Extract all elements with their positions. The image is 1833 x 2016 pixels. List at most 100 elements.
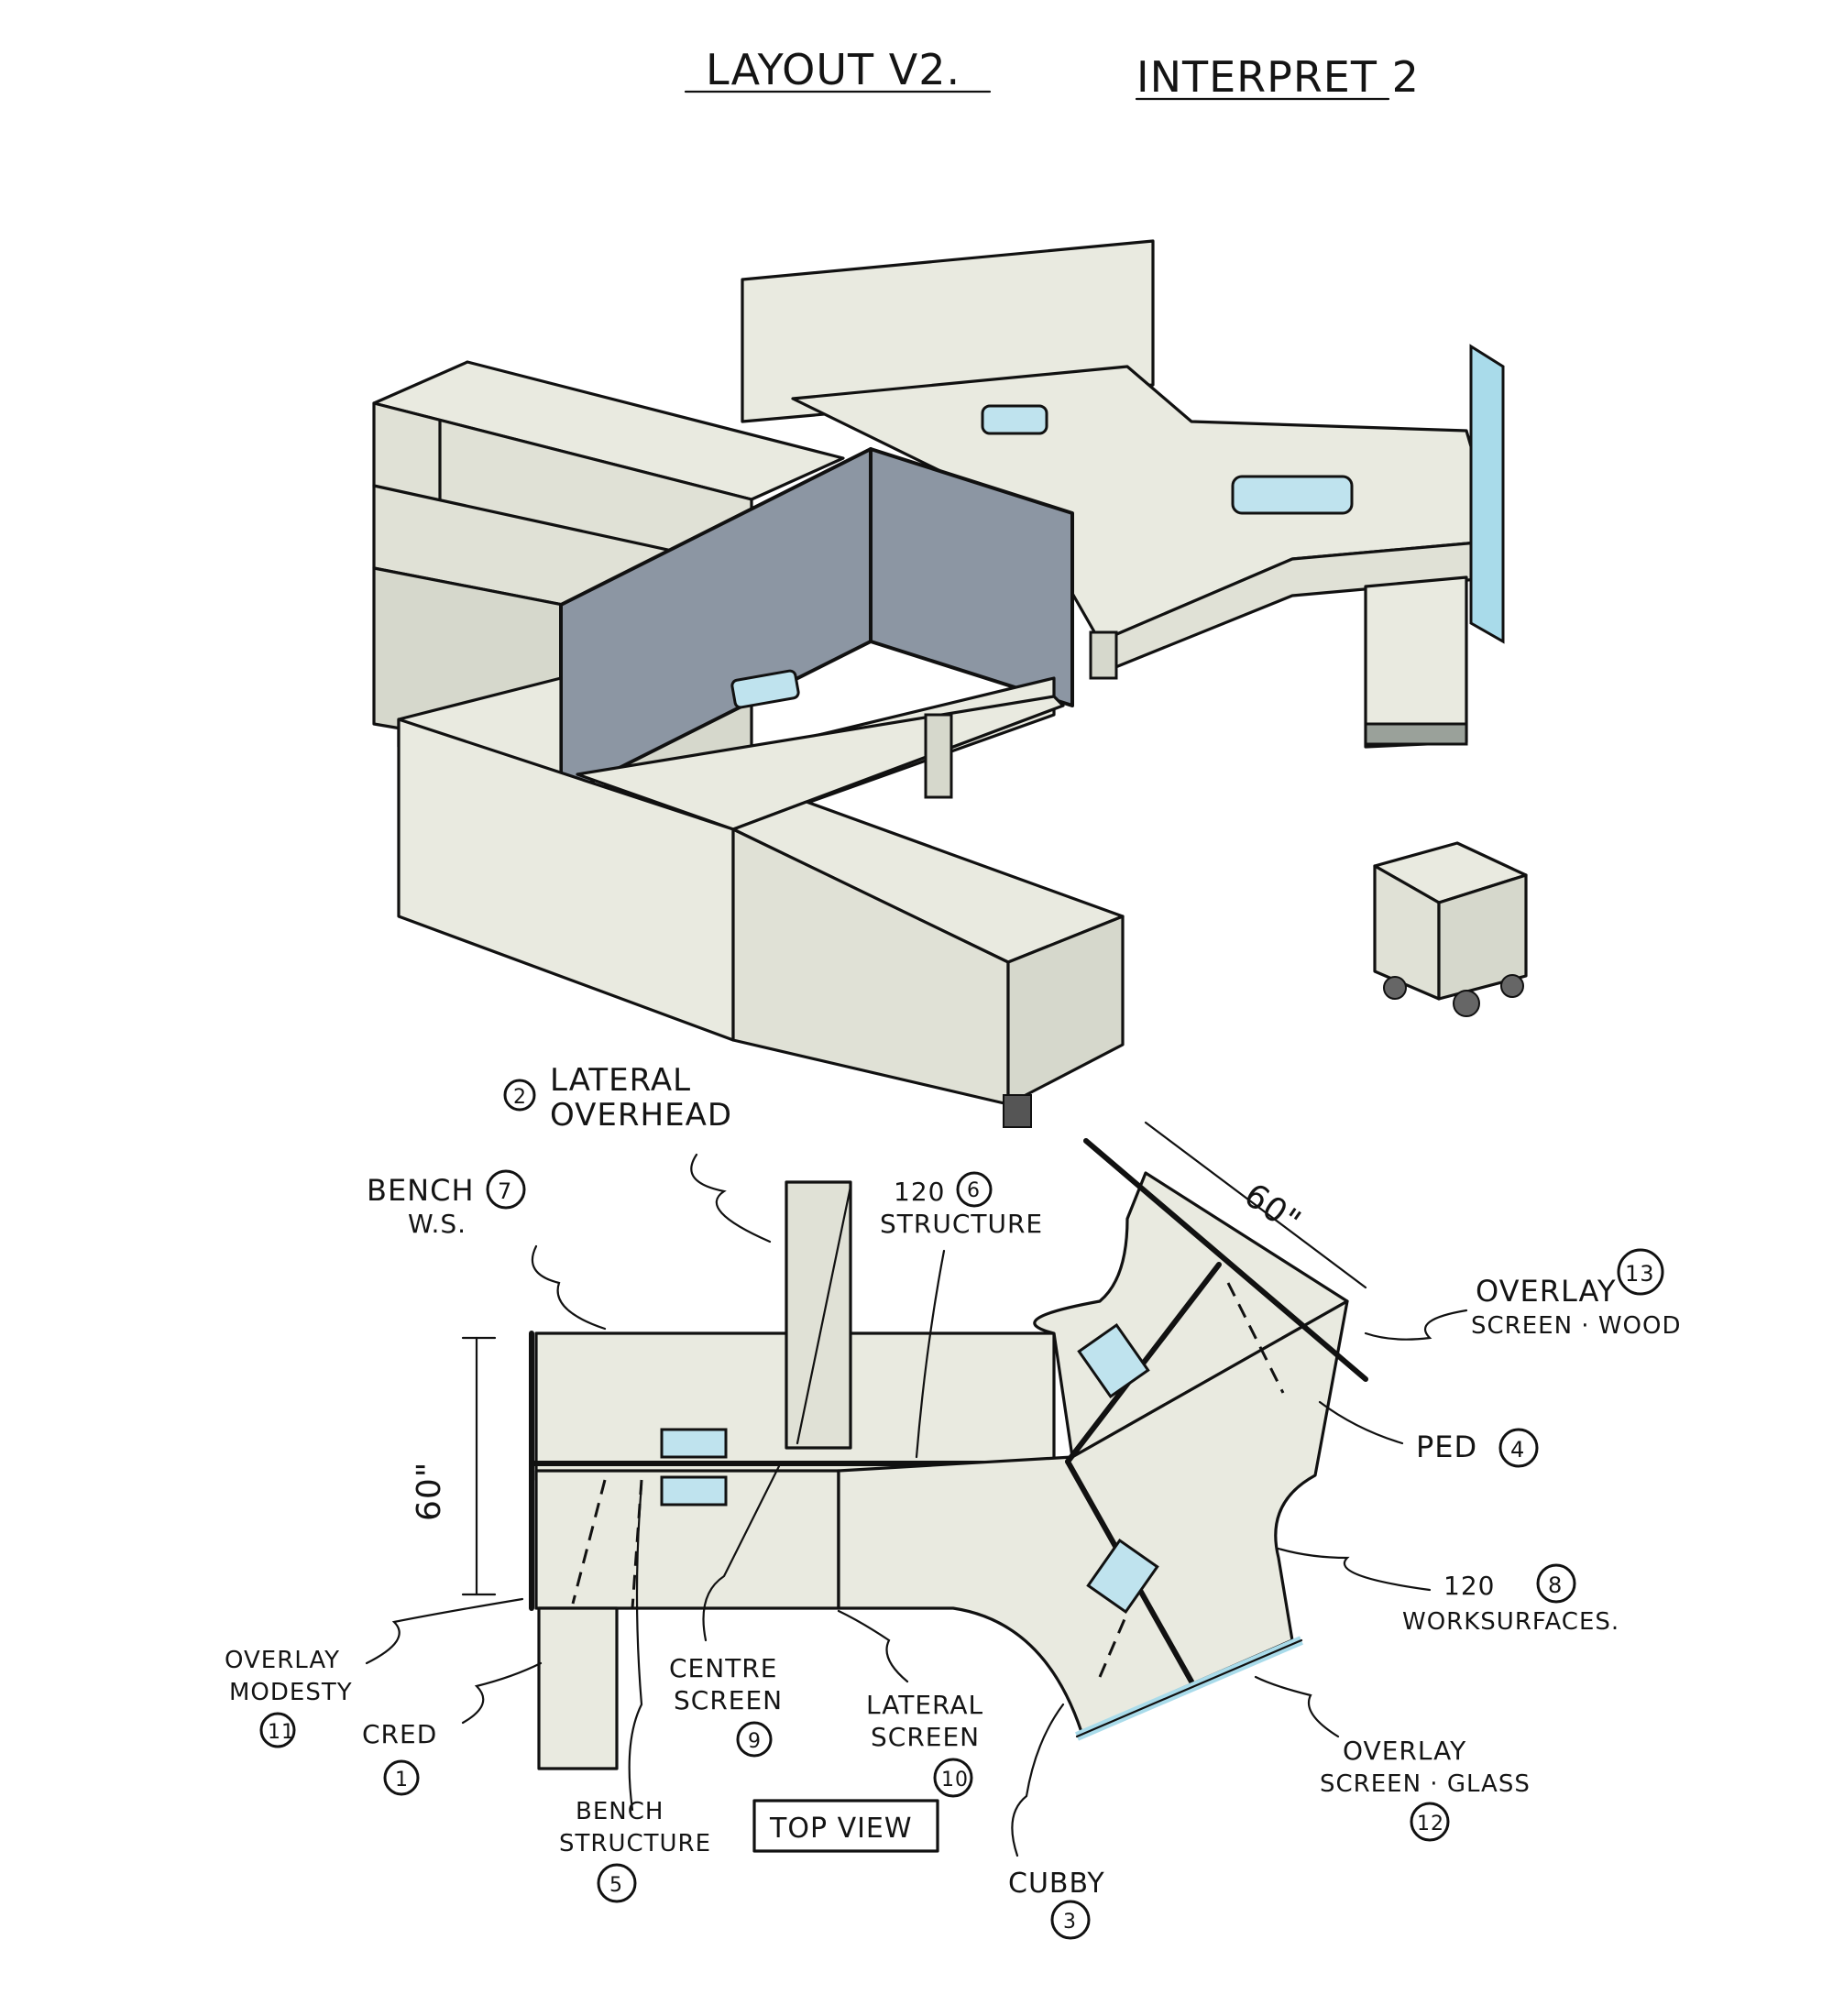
centre-screen-sub: SCREEN: [674, 1685, 783, 1715]
plan-lateral-overhead: [785, 1180, 852, 1450]
num-3: 3: [1063, 1911, 1077, 1934]
num-circle: [1536, 1563, 1576, 1604]
num-circle: [1410, 1802, 1450, 1842]
leader-worksurfaces: [1277, 1547, 1432, 1592]
callouts: 2 LATERAL OVERHEAD BENCH 7 W.S. 120 6 ST…: [225, 1062, 1681, 1940]
overlay-glass-sub: SCREEN · GLASS: [1320, 1770, 1531, 1798]
num-circle: [1050, 1900, 1091, 1940]
overlay-modesty-sub: MODESTY: [229, 1679, 353, 1706]
layout-title: LAYOUT V2.: [706, 45, 960, 94]
glass-end-screen: [1469, 344, 1505, 644]
mobile-pedestal-front: [1437, 873, 1528, 1001]
num-13: 13: [1625, 1261, 1655, 1287]
bench-structure-label: BENCH: [576, 1798, 664, 1825]
num-6: 6: [967, 1179, 981, 1202]
leader-lateral-overhead: [690, 1153, 772, 1244]
caster: [1383, 976, 1407, 1000]
plan-grommet-ws-2: [1086, 1538, 1159, 1615]
low-unit-end: [1006, 915, 1125, 1106]
plan-grommet-ws: [1077, 1322, 1150, 1399]
plan-overlay-wood-screen: [1083, 1138, 1368, 1382]
structure-120-sub: STRUCTURE: [880, 1209, 1043, 1239]
right-pedestal: [1364, 575, 1468, 749]
worksurfaces-sub: WORKSURFACES.: [1402, 1608, 1619, 1636]
leader-cred: [461, 1661, 543, 1725]
leader-lateral-screen: [837, 1609, 909, 1683]
bench-structure-sub: STRUCTURE: [559, 1830, 711, 1857]
caster: [1453, 990, 1480, 1017]
num-circle: [503, 1079, 536, 1112]
centre-fabric-screen-right: [869, 447, 1074, 707]
leader-overlay-glass: [1254, 1675, 1340, 1738]
leader-modesty: [365, 1597, 524, 1665]
low-unit-foot: [1003, 1094, 1032, 1128]
lateral-overhead-label-2: OVERHEAD: [550, 1097, 732, 1134]
num-8: 8: [1548, 1572, 1563, 1598]
plan-grommet-upper: [660, 1428, 728, 1459]
dim-left-label: 60": [411, 1462, 448, 1521]
centre-screen-label: CENTRE: [669, 1653, 777, 1683]
top-view-label: TOP VIEW: [769, 1813, 913, 1845]
structure-120-label: 120: [894, 1177, 945, 1207]
num-1: 1: [395, 1769, 409, 1791]
plan-glass-edge: [1075, 1638, 1303, 1738]
header: LAYOUT V2. INTERPRET 2: [684, 45, 1420, 102]
num-4: 4: [1510, 1437, 1525, 1463]
bench-leg-2: [1089, 630, 1118, 680]
lateral-screen-sub: SCREEN: [871, 1722, 980, 1752]
overlay-wood-label: OVERLAY: [1476, 1274, 1616, 1309]
plan-dashed: [571, 1479, 607, 1605]
cubby-label: CUBBY: [1008, 1868, 1105, 1900]
bench-ws-sub: W.S.: [408, 1209, 466, 1239]
cred-label: CRED: [362, 1719, 437, 1749]
lateral-screen-label: LATERAL: [866, 1690, 983, 1720]
top-view-plan: [461, 1121, 1368, 1770]
bench-ws-label: BENCH: [367, 1173, 475, 1208]
leader-cubby: [1011, 1703, 1065, 1857]
plan-dashed: [631, 1479, 643, 1609]
grommet-right: [1231, 475, 1354, 515]
caster: [1500, 974, 1524, 998]
leader-centre-screen: [702, 1464, 781, 1642]
dim-top-line: [1144, 1121, 1367, 1289]
mobile-pedestal: [1373, 841, 1528, 1017]
num-circle: [383, 1759, 420, 1796]
pedestal-base: [1364, 722, 1468, 746]
num-11: 11: [268, 1721, 295, 1744]
overlay-modesty-label: OVERLAY: [225, 1647, 340, 1674]
overlay-glass-label: OVERLAY: [1343, 1736, 1466, 1766]
num-10: 10: [941, 1769, 969, 1791]
overhead-diagonal: [796, 1185, 852, 1445]
num-2: 2: [513, 1086, 527, 1109]
leader-overlay-wood: [1364, 1309, 1468, 1341]
num-12: 12: [1417, 1813, 1444, 1835]
dim-top-label: 60": [1237, 1177, 1308, 1242]
num-circle: [933, 1758, 973, 1798]
grommet-back: [981, 404, 1048, 435]
interpret-title: INTERPRET 2: [1136, 52, 1420, 102]
isometric-view: [372, 239, 1528, 1128]
leader-ped: [1318, 1400, 1404, 1445]
plan-ped-dashed: [1226, 1282, 1285, 1394]
worksurfaces-label: 120: [1443, 1571, 1495, 1601]
plan-ws-lower: [837, 1299, 1349, 1734]
num-5: 5: [609, 1874, 623, 1897]
plan-credenza: [537, 1606, 619, 1770]
num-circle: [956, 1171, 993, 1208]
num-circle: [486, 1169, 526, 1210]
num-circle: [1617, 1248, 1664, 1296]
grommet-centre: [730, 669, 800, 709]
overlay-wood-sub: SCREEN · WOOD: [1471, 1312, 1681, 1340]
bench-leg: [924, 713, 953, 799]
num-7: 7: [498, 1178, 512, 1204]
num-9: 9: [748, 1730, 762, 1753]
plan-cubby-dashed: [1098, 1612, 1129, 1678]
leader-structure: [915, 1249, 946, 1459]
num-circle: [736, 1721, 773, 1758]
lateral-overhead-label-1: LATERAL: [550, 1062, 691, 1099]
ped-label: PED: [1416, 1430, 1477, 1464]
num-circle: [597, 1863, 637, 1903]
top-view-box: [752, 1799, 939, 1853]
leader-bench-ws: [531, 1244, 607, 1331]
